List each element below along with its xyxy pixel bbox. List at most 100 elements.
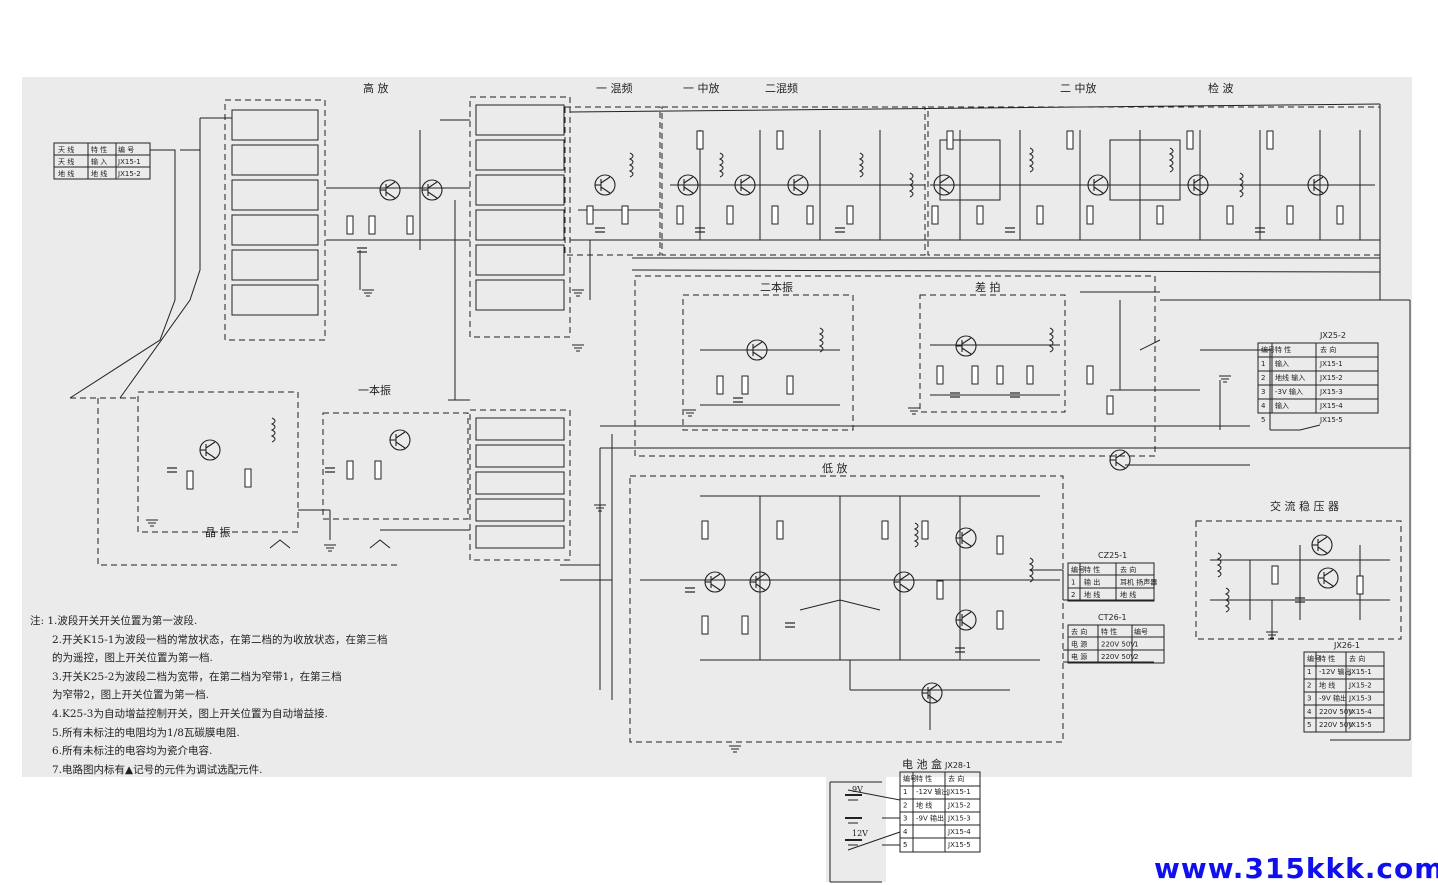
table_battery-cell: JX15-2 [947,801,971,809]
table_ct-header: 编号 [1134,627,1148,636]
table_cz25-header: 编号 [1071,565,1085,574]
table_battery-cell: 5 [903,841,907,849]
table_ct-title: CT26-1 [1098,613,1127,622]
table_jx25_2-cell: 输入 [1275,401,1289,410]
table_ct-header: 去 向 [1071,627,1087,636]
table_battery-header: 去 向 [948,774,964,783]
note-line: 注: 1.波段开关开关位置为第一波段. [30,615,198,627]
label-rf-amp: 高 放 [363,81,389,95]
watermark: www.315kkk.com [1154,852,1438,885]
label-regulator: 交 流 稳 压 器 [1270,499,1339,513]
notes-block: 注: 1.波段开关开关位置为第一波段. 2.开关K15-1为波段一档的常放状态，… [30,612,387,779]
table_antenna-cell: JX15-2 [117,170,141,178]
table_cz25-cell: 1 [1071,579,1075,587]
table_ct-cell: 电 源 [1071,640,1087,649]
regulator-box [1195,520,1402,640]
rf-coil-stack-left [231,109,319,316]
local-osc1-box [322,412,469,520]
table_cz25-header: 特 性 [1084,565,1100,574]
note-line: 为窄带2，图上开关位置为第一档. [52,689,210,702]
table_ct-cell: 220V 50V [1101,641,1135,649]
label-aux-osc: 差 拍 [975,280,1001,294]
table_jx25_2-cell: 5 [1261,416,1265,424]
table_jx26-cell: JX15-5 [1348,721,1372,729]
aux-osc-box [919,294,1066,413]
table_jx25_2-title: JX25-2 [1319,331,1346,340]
table_jx26-cell: -12V 输出 [1319,667,1351,676]
table_ct-cell: 电 源 [1071,652,1087,661]
table_jx26-header: 特 性 [1319,654,1335,663]
label-local-osc1: 一本振 [358,383,391,397]
table_jx25_2-cell: 输入 [1275,359,1289,368]
battery-12v: 12V [852,829,868,838]
table_jx25_2-cell: 2 [1261,374,1265,382]
tables [53,142,1385,853]
table_antenna-cell: 特 性 [91,145,107,154]
table_jx25_2-cell: JX15-4 [1319,402,1343,410]
table_antenna-cell: 天 线 [58,157,74,166]
table_antenna-cell: 天 线 [58,145,74,154]
note-line: 5.所有未标注的电阻均为1/8瓦碳膜电阻. [52,726,240,739]
table_battery-cell: -12V 输出 [916,787,948,796]
label-osc: 晶 振 [205,525,231,539]
table_jx25_2-header: 编号 [1261,345,1275,354]
table_jx26-title: JX26-1 [1333,641,1360,650]
label-audio: 低 放 [822,461,848,475]
table_jx26-cell: JX15-4 [1348,708,1372,716]
note-line: 4.K25-3为自动增益控制开关，图上开关位置为自动增益接. [52,707,328,720]
table_antenna-cell: 编 号 [118,145,134,154]
table_antenna-cell: 输 入 [91,157,107,166]
table_battery-cell: JX15-3 [947,815,971,823]
section-labels: 高 放 一 混频 一 中放 二混频 二 中放 检 波 二本振 差 拍 一本振 晶… [205,81,1339,838]
table_jx25_2-cell: JX15-2 [1319,374,1343,382]
table_jx25_2-header: 去 向 [1320,345,1336,354]
table_ct-cell: 1 [1134,641,1138,649]
table_jx26-cell: -9V 输出 [1319,694,1347,703]
label-if2-amp: 二 中放 [1060,81,1097,95]
note-line: 7.电路图内标有▲记号的元件为调试选配元件. [52,763,263,776]
table_jx26-header: 编号 [1307,654,1321,663]
note-line: 3.开关K25-2为波段二档为宽带，在第二档为窄带1，在第三档 [52,670,342,683]
label-battery-box: 电 池 盒 [902,757,942,771]
table_battery-cell: 3 [903,815,907,823]
table_jx26-cell: JX15-2 [1348,681,1372,689]
table_antenna-cell: 地 线 [58,169,74,178]
table_jx25_2-cell: JX15-3 [1319,388,1343,396]
local-osc2-box [682,294,854,431]
table_jx26-cell: 220V 50V [1319,708,1353,716]
table_battery-header: 特 性 [916,774,932,783]
table_ct-cell: 2 [1134,653,1138,661]
label-if1: 一 混频 [596,81,633,95]
label-if1-amp: 一 中放 [683,81,720,95]
label-mixer2: 二混频 [765,81,798,95]
table_jx26-cell: JX15-1 [1348,668,1372,676]
table_battery-cell: JX15-5 [947,841,971,849]
table_jx26-cell: 2 [1307,681,1311,689]
table_jx26-cell: 1 [1307,668,1311,676]
table_jx25_2-cell: -3V 输入 [1275,387,1303,396]
note-line: 6.所有未标注的电容均为瓷介电容. [52,745,213,758]
table_jx26-cell: 3 [1307,695,1311,703]
audio-module-box [629,475,1064,743]
table_cz25-header: 去 向 [1120,565,1136,574]
rf-coil-stack-right [475,104,565,549]
table_antenna-cell: JX15-1 [117,158,141,166]
table_antenna-cell: 地 线 [91,169,107,178]
table_battery-cell: -9V 输出 [916,814,944,823]
table_jx25_2-cell: 1 [1261,360,1265,368]
label-detect: 检 波 [1208,81,1234,95]
table_jx26-cell: 5 [1307,721,1311,729]
table_battery-cell: 2 [903,801,907,809]
table_battery-title: JX28-1 [944,761,971,770]
table_battery-cell: JX15-4 [947,828,971,836]
table_jx25_2-header: 特 性 [1275,345,1291,354]
table_jx25_2-cell: 3 [1261,388,1265,396]
table_jx26-cell: 220V 50V [1319,721,1353,729]
table_jx26-header: 去 向 [1349,654,1365,663]
table_jx25_2-cell: 地线 输入 [1275,373,1305,382]
battery-9v: 9V [852,785,863,794]
label-local-osc2: 二本振 [760,280,793,294]
table_cz25-title: CZ25-1 [1098,551,1127,560]
